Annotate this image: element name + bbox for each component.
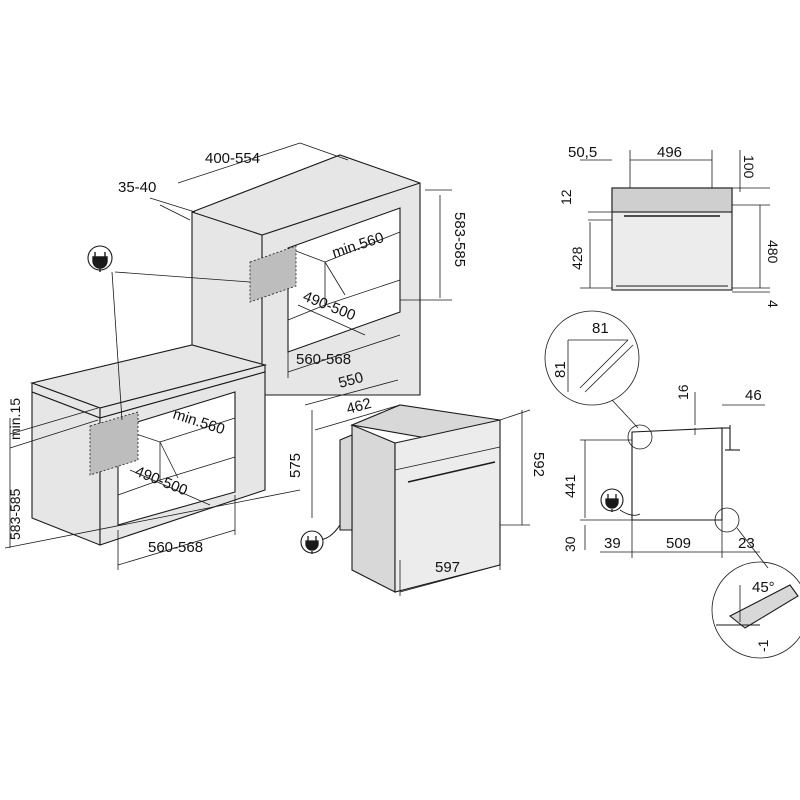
dim-line-top-depth bbox=[177, 142, 301, 184]
dim-line-ovc-min bbox=[159, 441, 179, 479]
plug-icon bbox=[305, 536, 319, 554]
label-side-23: 23 bbox=[738, 535, 755, 552]
label-ovc-min15: min.15 bbox=[7, 398, 23, 440]
label-side-39: 39 bbox=[604, 535, 621, 552]
label-side-46: 46 bbox=[745, 387, 762, 404]
dim-line-oven-w bbox=[399, 564, 501, 593]
detail-circle-bottom bbox=[711, 561, 800, 659]
label-col-height: 583-585 bbox=[451, 212, 468, 267]
detail-circle-top bbox=[544, 310, 640, 406]
label-oven-h: 592 bbox=[530, 452, 547, 477]
plug-icon bbox=[92, 252, 108, 272]
label-oven-depth: 550 bbox=[337, 369, 366, 392]
label-front-12: 12 bbox=[558, 189, 574, 205]
label-ovc-width: 560-568 bbox=[148, 539, 203, 556]
plug-icon bbox=[605, 494, 619, 512]
undercounter-installation: min.15 583-585 min.560 490-500 560-568 bbox=[4, 344, 301, 570]
oven-handle bbox=[407, 461, 496, 483]
oven-3d: 550 462 575 592 597 bbox=[287, 369, 547, 596]
detail-mark-bottom bbox=[714, 507, 740, 533]
oven-back-frame bbox=[339, 434, 353, 531]
niche-inner-left bbox=[287, 247, 326, 321]
plug-icon-top bbox=[87, 245, 251, 421]
detail-mark-top bbox=[627, 424, 653, 450]
label-front-4: 4 bbox=[765, 300, 781, 308]
dim-line-col-depth bbox=[297, 304, 366, 336]
label-angle-m1: -1 bbox=[755, 639, 771, 652]
label-front-50: 50,5 bbox=[568, 144, 597, 161]
oven-side bbox=[351, 424, 396, 593]
label-front-100: 100 bbox=[741, 155, 757, 179]
label-front-480: 480 bbox=[765, 240, 781, 264]
label-front-496: 496 bbox=[657, 144, 682, 161]
label-oven-w: 597 bbox=[435, 559, 460, 576]
label-det-81b: 81 bbox=[552, 361, 569, 378]
label-side-16: 16 bbox=[675, 384, 691, 400]
cabinet-niche bbox=[117, 391, 236, 526]
dim-line-ovc-min15 bbox=[9, 407, 99, 435]
column-installation: 400-554 35-40 583-585 min.560 490-500 56… bbox=[118, 142, 468, 396]
niche-inner-floor bbox=[324, 279, 401, 306]
dim-line-oven-inner bbox=[314, 404, 401, 431]
label-side-509: 509 bbox=[666, 535, 691, 552]
dim-line-col-min bbox=[324, 261, 346, 296]
oven-front-view: 50,5 496 100 12 428 480 4 bbox=[558, 144, 781, 308]
oven-side-view: 81 81 16 46 441 30 39 509 23 bbox=[544, 310, 800, 659]
cabinet-body bbox=[31, 391, 101, 546]
dim-line-oven-depth bbox=[304, 379, 399, 406]
column-niche bbox=[287, 207, 401, 353]
plug-icon-oven bbox=[300, 530, 324, 554]
label-col-width: 560-568 bbox=[296, 351, 351, 368]
label-side-441: 441 bbox=[562, 474, 578, 498]
front-panel bbox=[611, 187, 733, 213]
detail-edge bbox=[579, 339, 629, 389]
label-ovc-height: 583-585 bbox=[7, 488, 23, 540]
cab-inner-left bbox=[117, 427, 161, 496]
column-socket-zone bbox=[249, 245, 297, 303]
plug-icon-side bbox=[600, 488, 641, 516]
label-top-depth: 400-554 bbox=[205, 150, 260, 167]
detail-bevel bbox=[728, 584, 799, 629]
side-body bbox=[631, 427, 723, 521]
dim-line-top-side bbox=[159, 204, 191, 221]
label-side-30: 30 bbox=[562, 536, 578, 552]
label-det-81a: 81 bbox=[592, 320, 609, 337]
oven-panel-line bbox=[394, 446, 501, 471]
label-top-side: 35-40 bbox=[118, 179, 156, 196]
dim-line-ovc-depth bbox=[129, 469, 211, 506]
dim-line-ovc-width bbox=[117, 529, 236, 566]
label-oven-left-h: 575 bbox=[287, 453, 304, 478]
dim-line-col-width bbox=[287, 334, 401, 373]
label-angle-45: 45° bbox=[752, 579, 775, 596]
label-front-428: 428 bbox=[569, 246, 585, 270]
label-oven-inner: 462 bbox=[345, 395, 374, 418]
niche-inner-top bbox=[324, 231, 401, 263]
